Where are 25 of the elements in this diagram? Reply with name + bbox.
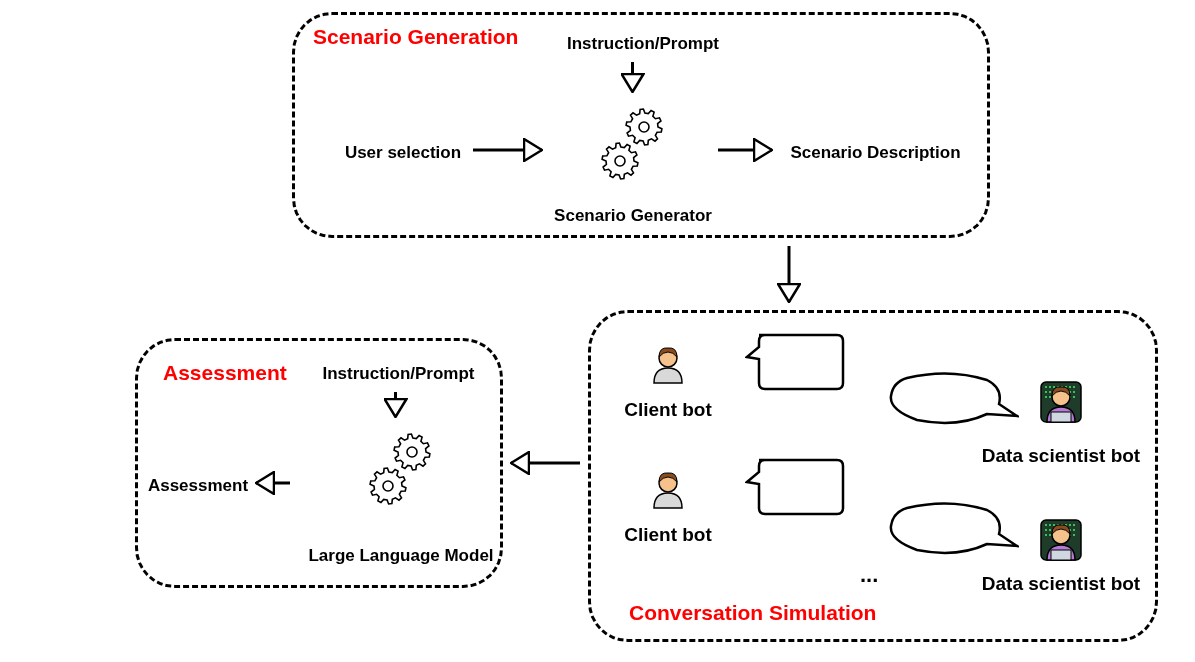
arrow <box>383 392 408 419</box>
label-text: Large Language Model <box>307 546 495 566</box>
dashed-panel <box>588 310 1158 642</box>
label-text: Data scientist bot <box>980 573 1142 595</box>
arrow <box>473 137 544 163</box>
dashed-panel <box>135 338 503 588</box>
arrow <box>509 450 580 476</box>
label-text: User selection <box>338 140 468 166</box>
section-title: Scenario Generation <box>313 25 519 49</box>
arrow <box>776 246 802 304</box>
label-text: Instruction/Prompt <box>558 31 728 57</box>
label-text: Client bot <box>623 524 713 546</box>
section-title: Assessment <box>163 361 287 385</box>
ellipsis-text: ... <box>860 562 879 588</box>
label-text: Assessment <box>145 473 251 499</box>
label-text: Client bot <box>623 399 713 421</box>
label-text: Scenario Generator <box>553 206 713 226</box>
arrow <box>254 470 290 496</box>
label-text: Scenario Description <box>783 140 968 166</box>
label-text: Data scientist bot <box>980 445 1142 467</box>
label-text: Instruction/Prompt <box>311 361 486 387</box>
arrow <box>620 62 645 94</box>
arrow <box>718 137 774 163</box>
section-title: Conversation Simulation <box>629 601 877 625</box>
dashed-panel <box>292 12 990 238</box>
